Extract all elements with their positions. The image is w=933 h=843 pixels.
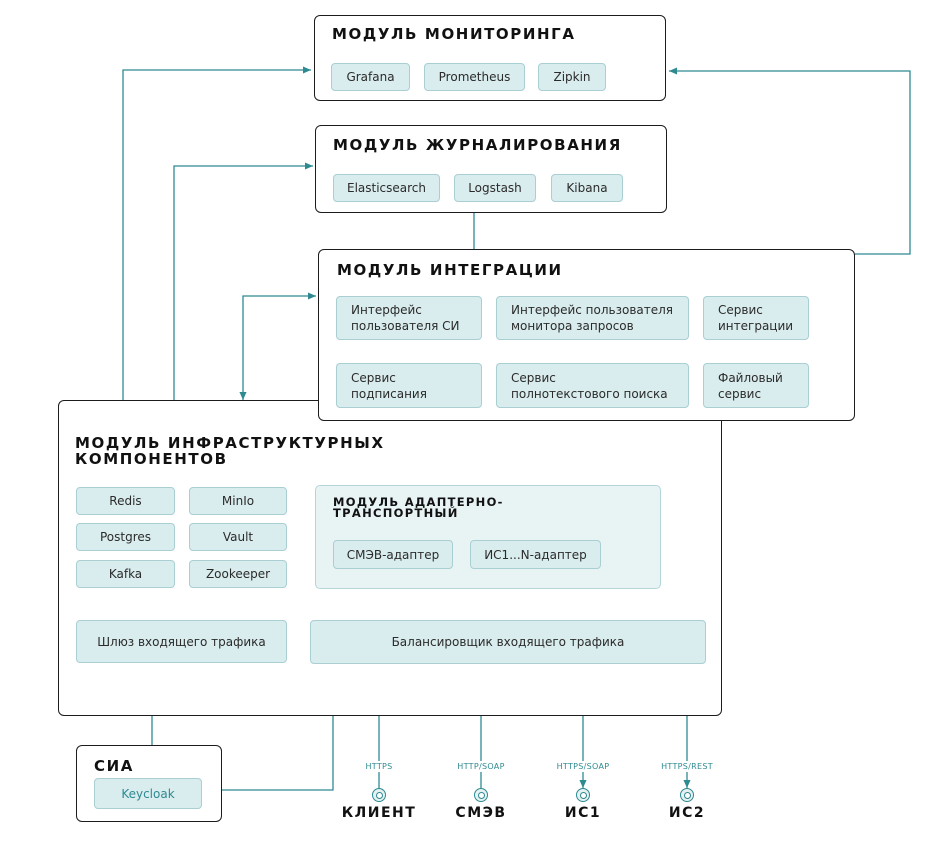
logging-module-title: МОДУЛЬ ЖУРНАЛИРОВАНИЯ — [333, 136, 622, 154]
kafka-chip: Kafka — [76, 560, 175, 588]
is1-protocol-label: HTTPS/SOAP — [553, 761, 613, 772]
client-endpoint-icon — [372, 788, 386, 802]
infrastructure-module-title-line1: МОДУЛЬ ИНФРАСТРУКТУРНЫХ — [75, 434, 385, 452]
client-label: КЛИЕНТ — [341, 805, 417, 821]
smev-label: СМЭВ — [455, 805, 507, 821]
is2-endpoint-icon — [680, 788, 694, 802]
fulltext-search-service-chip: Сервис полнотекстового поиска — [496, 363, 689, 408]
signing-service-chip: Сервис подписания — [336, 363, 482, 408]
integration-module: МОДУЛЬ ИНТЕГРАЦИИ Интерфейс пользователя… — [318, 249, 855, 421]
integration-module-title: МОДУЛЬ ИНТЕГРАЦИИ — [337, 261, 563, 279]
prometheus-chip: Prometheus — [424, 63, 525, 91]
postgres-chip: Postgres — [76, 523, 175, 551]
integration-service-chip: Сервис интеграции — [703, 296, 809, 340]
sia-module-title: СИА — [94, 757, 134, 775]
is1-label: ИС1 — [564, 805, 602, 821]
kibana-chip: Kibana — [551, 174, 623, 202]
file-service-chip: Файловый сервис — [703, 363, 809, 408]
redis-chip: Redis — [76, 487, 175, 515]
monitoring-module: МОДУЛЬ МОНИТОРИНГА Grafana Prometheus Zi… — [314, 15, 666, 101]
integration-to-monitoring-line — [669, 67, 911, 255]
infrastructure-module-title-line2: КОМПОНЕНТОВ — [75, 450, 228, 468]
smev-adapter-chip: СМЭВ-адаптер — [333, 540, 453, 569]
sia-module: СИА Keycloak — [76, 745, 222, 822]
client-protocol-label: HTTPS — [362, 761, 396, 772]
adapter-module-title-line2: ТРАНСПОРТНЫЙ — [333, 506, 459, 520]
is2-label: ИС2 — [668, 805, 706, 821]
grafana-chip: Grafana — [331, 63, 410, 91]
zipkin-chip: Zipkin — [538, 63, 606, 91]
vault-chip: Vault — [189, 523, 287, 551]
logging-module: МОДУЛЬ ЖУРНАЛИРОВАНИЯ Elasticsearch Logs… — [315, 125, 667, 213]
si-user-interface-chip: Интерфейс пользователя СИ — [336, 296, 482, 340]
infra-to-monitoring-line — [122, 66, 311, 403]
keycloak-chip: Keycloak — [94, 778, 202, 809]
adapter-module-title-line1: МОДУЛЬ АДАПТЕРНО- — [333, 495, 504, 509]
smev-endpoint-icon — [474, 788, 488, 802]
infra-integration-line — [239, 292, 316, 400]
monitoring-module-title: МОДУЛЬ МОНИТОРИНГА — [332, 25, 576, 43]
is-adapter-chip: ИС1...N-адаптер — [470, 540, 601, 569]
ingress-gateway-chip: Шлюз входящего трафика — [76, 620, 287, 663]
is1-endpoint-icon — [576, 788, 590, 802]
ingress-balancer-chip: Балансировщик входящего трафика — [310, 620, 706, 664]
logstash-chip: Logstash — [454, 174, 536, 202]
adapter-transport-module: МОДУЛЬ АДАПТЕРНО- ТРАНСПОРТНЫЙ СМЭВ-адап… — [315, 485, 661, 589]
smev-protocol-label: HTTP/SOAP — [454, 761, 508, 772]
zookeeper-chip: Zookeeper — [189, 560, 287, 588]
minio-chip: MinIo — [189, 487, 287, 515]
elasticsearch-chip: Elasticsearch — [333, 174, 440, 202]
infrastructure-module: МОДУЛЬ ИНФРАСТРУКТУРНЫХ КОМПОНЕНТОВ Redi… — [58, 400, 722, 716]
request-monitor-interface-chip: Интерфейс пользователя монитора запросов — [496, 296, 689, 340]
infra-to-logging-line — [173, 162, 313, 403]
is2-protocol-label: HTTPS/REST — [658, 761, 716, 772]
